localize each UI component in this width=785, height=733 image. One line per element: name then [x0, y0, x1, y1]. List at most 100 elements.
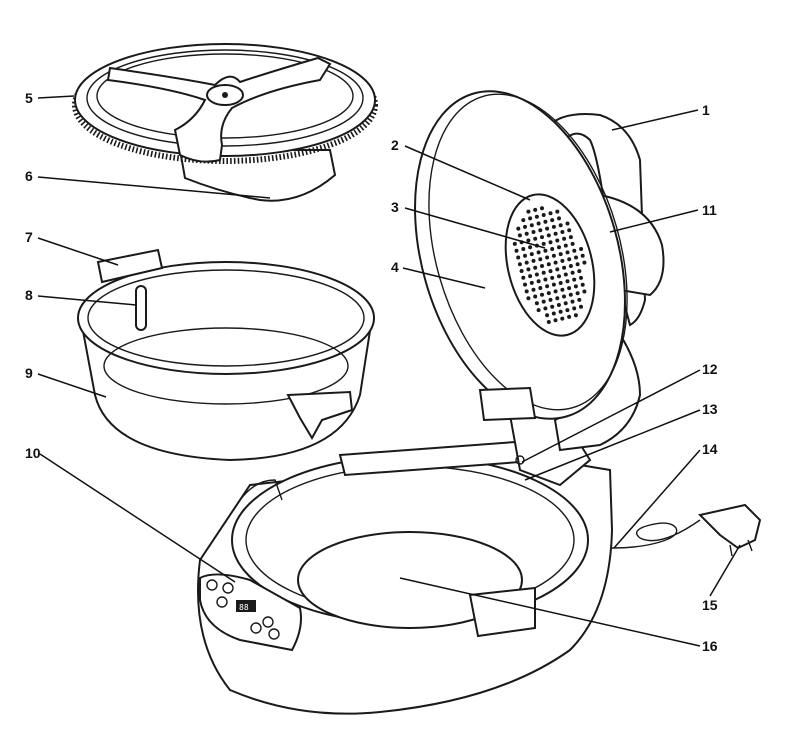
pan-rim-inner [87, 269, 365, 367]
filter-hole [546, 262, 551, 267]
filter-hole [568, 235, 573, 240]
control-button-icon[interactable] [262, 616, 274, 628]
filter-hole [567, 286, 572, 291]
filter-hole [558, 223, 563, 228]
filter-hole [573, 284, 578, 289]
filter-hole [531, 230, 536, 234]
filter-hole [528, 216, 533, 221]
paddle-base-part [178, 149, 337, 202]
filter-hole [523, 282, 527, 287]
filter-hole [555, 267, 560, 272]
filter-hole [548, 269, 553, 274]
filter-hole [540, 206, 544, 211]
control-button-icon[interactable] [250, 622, 262, 634]
filter-grid-icon [512, 206, 587, 324]
filter-hole [565, 221, 570, 226]
filter-hole [536, 221, 541, 226]
filter-hole [521, 275, 526, 280]
filter-hole [545, 226, 550, 231]
cord-wire [611, 519, 701, 549]
filter-hole [558, 281, 563, 285]
filter-hole [560, 230, 565, 234]
filter-hole [523, 253, 527, 258]
filter-hole [580, 282, 585, 287]
filter-hole [545, 255, 550, 260]
filter-hole [541, 213, 546, 217]
filter-hole [551, 311, 556, 316]
filter-hole [534, 214, 539, 219]
hinged-lid [414, 90, 665, 452]
filter-hole [560, 287, 565, 292]
filter-hole [572, 277, 577, 282]
filter-hole [528, 274, 533, 279]
filter-hole [568, 292, 573, 297]
filter-hole [540, 292, 544, 297]
filter-hole [514, 248, 519, 253]
filter-hole [560, 258, 565, 263]
filter-hole [543, 219, 548, 224]
filter-hole [553, 231, 558, 236]
filter-hole [575, 291, 580, 296]
filter-hole [516, 226, 521, 231]
filter-hole [533, 294, 538, 299]
filter-hole [541, 241, 546, 246]
lid-rim-inner [86, 49, 364, 147]
lid-dish [96, 53, 354, 139]
display-screen [236, 600, 256, 612]
pan-spout [286, 390, 354, 440]
filter-hole [526, 296, 531, 301]
pan-level-slot [135, 285, 147, 331]
filter-hole [567, 314, 572, 319]
filter-hole [533, 236, 538, 241]
filter-hole [577, 269, 582, 274]
filter-hole [553, 318, 558, 323]
filter-hole [570, 241, 575, 246]
removable-pan [77, 248, 375, 462]
control-button-icon[interactable] [222, 582, 234, 594]
hinge-pin [515, 455, 525, 465]
filter-hole [521, 247, 526, 251]
filter-hole [534, 272, 539, 277]
filter-hole [563, 301, 568, 306]
filter-hole [556, 303, 561, 307]
leader-5 [37, 95, 75, 99]
leader-9 [37, 373, 107, 398]
callout-14: 14 [702, 441, 718, 457]
filter-hole [579, 247, 584, 251]
filter-hole [534, 301, 539, 306]
control-button-icon[interactable] [216, 596, 228, 608]
callout-15: 15 [702, 597, 718, 613]
paddle-icon [106, 56, 332, 163]
filter-hole [562, 236, 567, 241]
filter-hole [562, 294, 566, 299]
filter-hole [526, 238, 531, 243]
filter-hole [579, 304, 583, 309]
callout-3: 3 [391, 199, 399, 215]
leader-3 [404, 207, 546, 249]
filter-hole [533, 207, 538, 212]
callout-2: 2 [391, 137, 399, 153]
callout-6: 6 [25, 168, 33, 184]
filter-hole [548, 240, 553, 245]
callout-9: 9 [25, 365, 33, 381]
control-button-icon[interactable] [268, 628, 280, 640]
filter-hole [538, 228, 543, 233]
filter-hole [543, 306, 548, 311]
filter-hole [546, 233, 551, 238]
plug-prong [747, 539, 753, 552]
filter-hole [536, 279, 541, 284]
control-button-icon[interactable] [206, 579, 218, 591]
leader-4 [402, 267, 486, 289]
filter-hole [551, 282, 556, 287]
leader-11 [609, 209, 699, 233]
filter-hole [524, 231, 529, 236]
leader-16 [399, 577, 701, 647]
filter-hole [545, 313, 550, 318]
filter-hole [562, 265, 567, 270]
filter-hole [541, 299, 546, 304]
filter-hole [529, 252, 534, 257]
filter-hole [570, 270, 575, 275]
filter-hole [543, 248, 548, 253]
pan-rim-outer [77, 261, 375, 375]
filter-hole [517, 233, 522, 238]
